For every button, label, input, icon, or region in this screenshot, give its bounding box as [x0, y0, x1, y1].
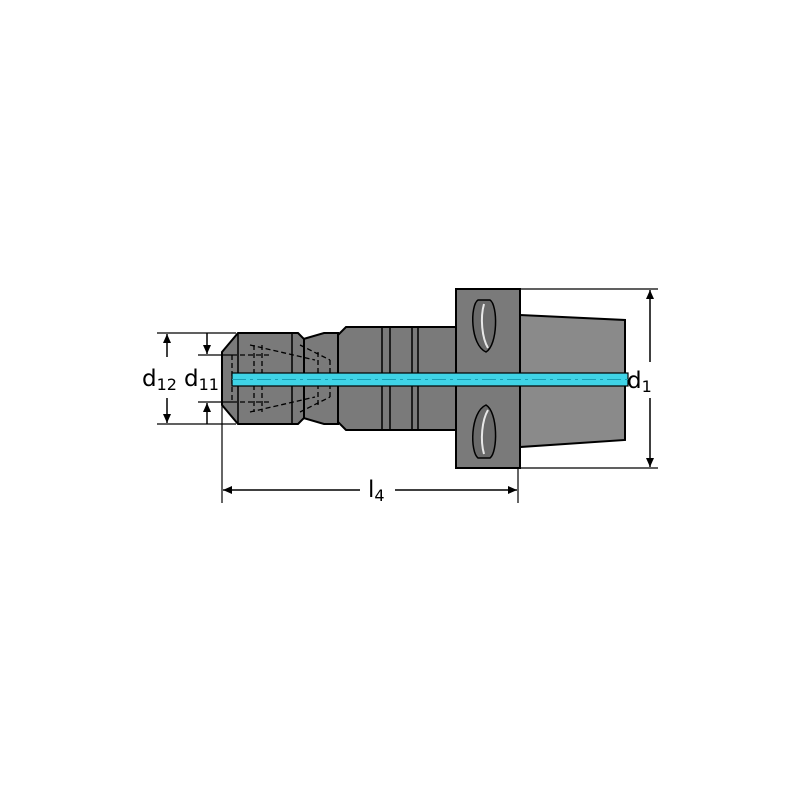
drive-slot-upper	[472, 299, 497, 353]
dimension-d12	[157, 332, 236, 425]
dimension-d11	[198, 333, 232, 424]
label-l4: l4	[368, 477, 385, 505]
dimension-d1	[520, 288, 658, 469]
label-d1: d1	[627, 368, 652, 396]
drive-slot-lower	[472, 404, 497, 459]
coolant-channel	[231, 372, 629, 387]
label-d12: d12	[142, 366, 177, 394]
dimension-l4	[221, 405, 519, 503]
label-d11: d11	[184, 366, 219, 394]
